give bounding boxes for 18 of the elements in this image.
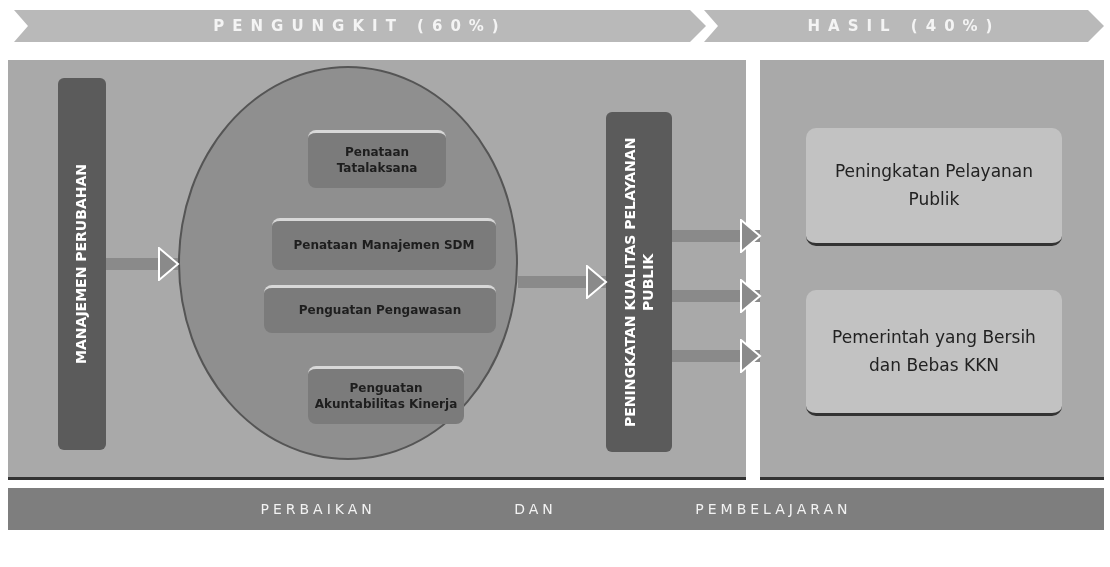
vertical-bar: PENINGKATAN KUALITAS PELAYANAN PUBLIK <box>606 112 672 452</box>
panel-background <box>8 60 746 480</box>
chevron-band: HASIL (40%) <box>704 10 1104 42</box>
result-box: Pemerintah yang Bersih dan Bebas KKN <box>806 290 1062 416</box>
block-arrow <box>672 339 761 373</box>
block-arrow <box>106 247 179 281</box>
result-box: Peningkatan Pelayanan Publik <box>806 128 1062 246</box>
footer-band: PERBAIKAN DAN PEMBELAJARAN <box>8 488 1104 530</box>
panel-background <box>760 60 1104 480</box>
block-arrow <box>672 279 761 313</box>
process-box: Penataan Manajemen SDM <box>272 218 496 270</box>
block-arrow <box>672 219 761 253</box>
vertical-bar: MANAJEMEN PERUBAHAN <box>58 78 106 450</box>
chevron-band: PENGUNGKIT (60%) <box>14 10 706 42</box>
block-arrow <box>518 265 607 299</box>
process-box: Penataan Tatalaksana <box>308 130 446 188</box>
process-box: Penguatan Akuntabilitas Kinerja <box>308 366 464 424</box>
process-box: Penguatan Pengawasan <box>264 285 496 333</box>
